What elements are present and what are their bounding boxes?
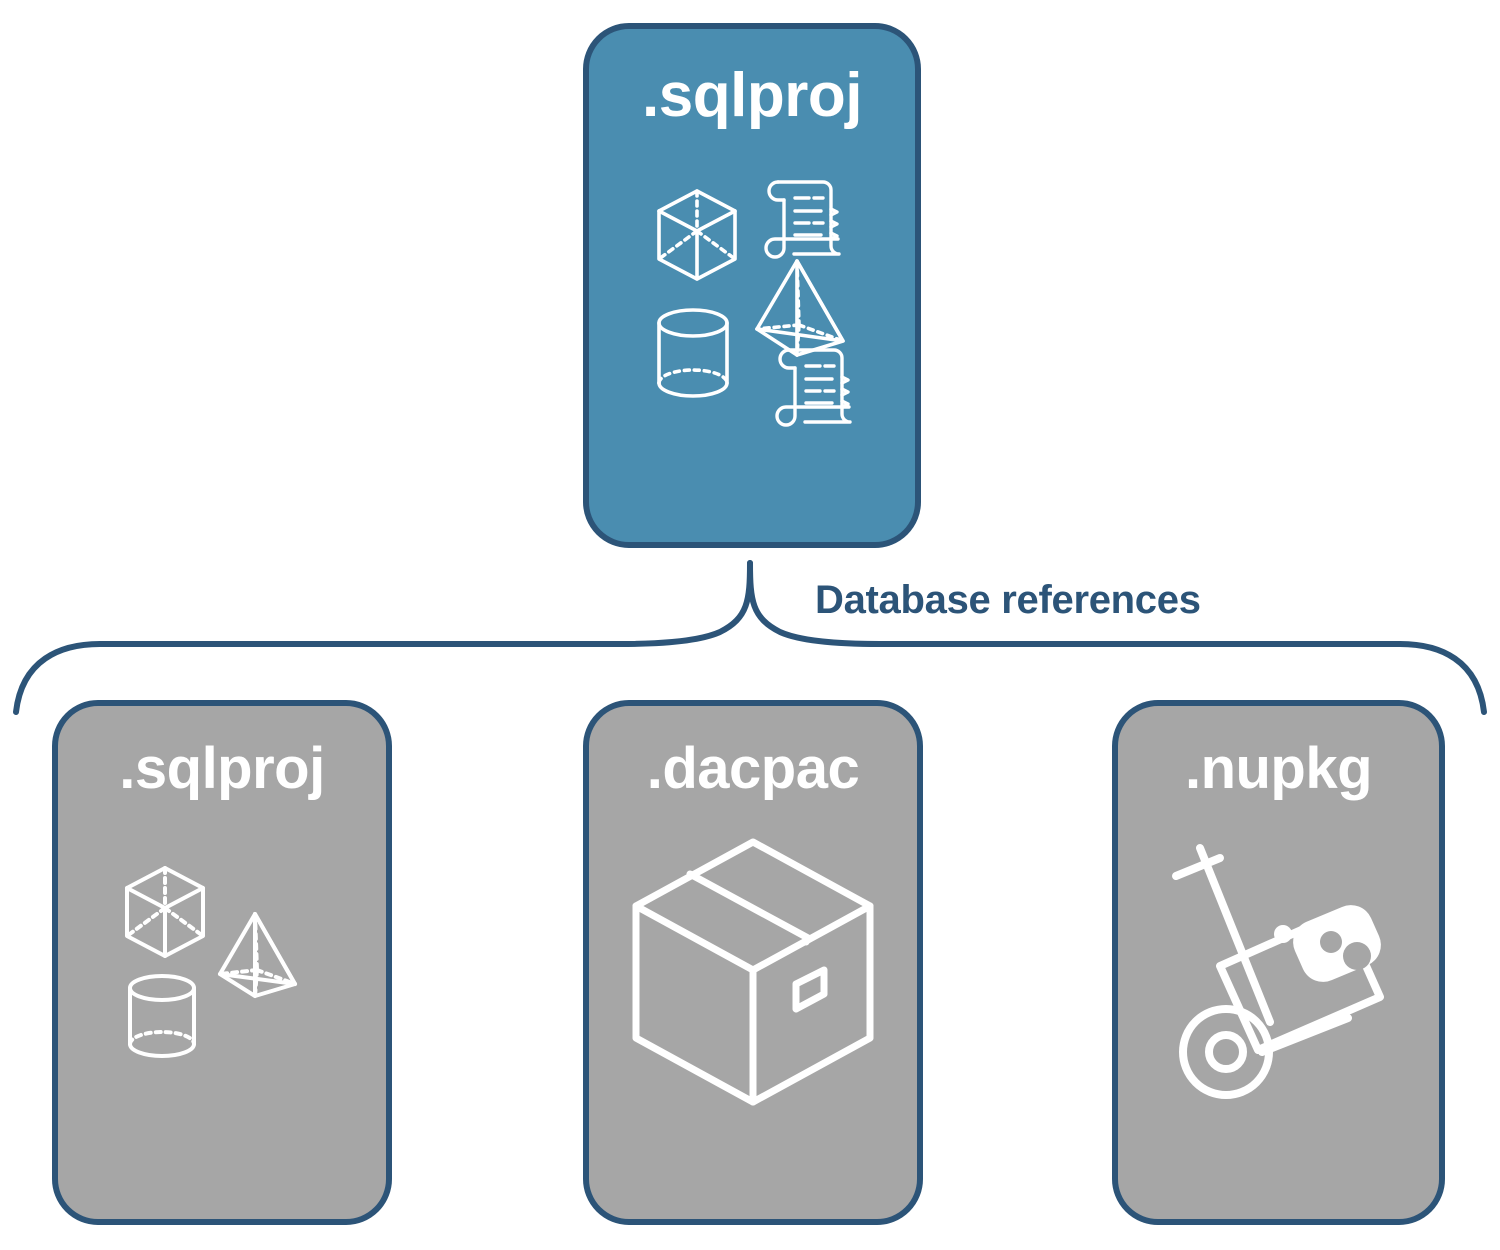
cylinder-icon (657, 308, 729, 398)
node-ref-dacpac-icons (589, 834, 917, 1109)
cube-icon (657, 189, 737, 281)
scroll-icon (764, 180, 841, 259)
node-root-sqlproj-icons (589, 169, 915, 439)
node-root-sqlproj-label: .sqlproj (642, 61, 862, 130)
cube-icon (125, 866, 205, 958)
pyramid-icon (218, 912, 297, 998)
nuget-logo-holes (1319, 931, 1371, 970)
node-ref-nupkg[interactable]: .nupkg (1112, 700, 1445, 1225)
scroll-icon (775, 348, 852, 427)
node-ref-sqlproj-label: .sqlproj (119, 736, 325, 801)
database-references-label: Database references (815, 578, 1201, 622)
node-ref-dacpac-label: .dacpac (646, 736, 860, 801)
node-root-sqlproj[interactable]: .sqlproj (583, 23, 921, 548)
node-ref-dacpac[interactable]: .dacpac (583, 700, 923, 1225)
node-ref-sqlproj[interactable]: .sqlproj (52, 700, 392, 1225)
package-box-icon (632, 838, 874, 1106)
node-ref-nupkg-icons (1118, 834, 1439, 1109)
nuget-logo-dot (1273, 925, 1292, 943)
node-ref-nupkg-label: .nupkg (1184, 736, 1373, 801)
node-ref-sqlproj-icons (58, 856, 386, 1086)
pyramid-icon (755, 259, 845, 357)
cylinder-icon (128, 974, 196, 1058)
